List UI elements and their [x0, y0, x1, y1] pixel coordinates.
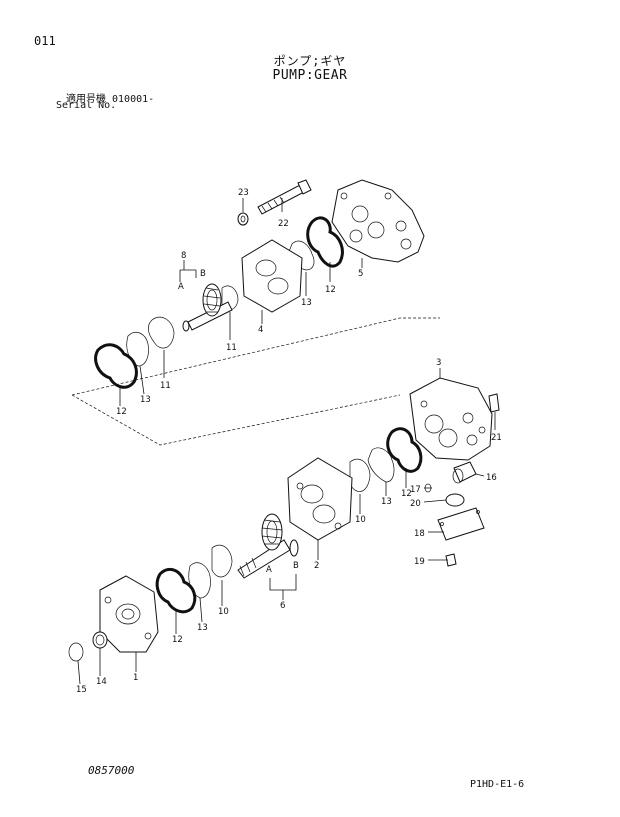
gear-shaft-part-8: [182, 283, 233, 332]
label-a: A: [178, 282, 184, 292]
callout-18: 18: [414, 529, 425, 539]
dowel-part-21: [488, 393, 500, 413]
screw-part-19: [445, 553, 457, 567]
front-cover-part-1: [99, 575, 159, 653]
cover-part-5: [331, 179, 425, 263]
label-b: B: [293, 561, 299, 571]
leader-lines: [77, 198, 496, 685]
gasket-part-10: [211, 544, 233, 578]
plate-part-18: [437, 507, 485, 541]
callout-8: 8: [181, 251, 186, 261]
callout-21: 21: [491, 433, 502, 443]
oil-seal-part-14: [92, 631, 108, 649]
page-title-japanese: ポンプ;ギヤ: [273, 54, 347, 68]
cover-part-3: [409, 377, 493, 461]
backup-ring-part-13: [126, 332, 149, 367]
gasket-part-10: [349, 458, 371, 492]
page-number: 011: [34, 34, 56, 48]
document-code: 0857000: [88, 764, 135, 777]
callout-12: 12: [116, 407, 127, 417]
callout-20: 20: [410, 499, 421, 509]
backup-ring-part-13: [367, 447, 395, 483]
callout-13: 13: [140, 395, 151, 405]
callout-3: 3: [436, 358, 441, 368]
gear-shaft-part-6: [237, 513, 299, 579]
callout-6: 6: [280, 601, 285, 611]
callout-5: 5: [358, 269, 363, 279]
callout-10: 10: [218, 607, 229, 617]
callout-12: 12: [172, 635, 183, 645]
page-title: PUMP:GEAR: [272, 68, 348, 83]
ring-part-20: [445, 493, 465, 507]
housing-part-2: [287, 457, 353, 541]
callout-13: 13: [381, 497, 392, 507]
callout-2: 2: [314, 561, 319, 571]
callout-13: 13: [197, 623, 208, 633]
callout-labels: 23 22 5 12 13 4 11 8 B A 11 13 12 3 21 1…: [76, 188, 502, 695]
callout-11: 11: [226, 343, 237, 353]
seal-part-12: [386, 427, 423, 473]
callout-1: 1: [133, 673, 138, 683]
callout-13: 13: [301, 298, 312, 308]
snap-ring-part-15: [68, 642, 84, 662]
label-a: A: [266, 565, 272, 575]
housing-part-4: [241, 239, 303, 313]
callout-10: 10: [355, 515, 366, 525]
leader-line-8: [179, 260, 197, 282]
bolt-part-22: [257, 179, 312, 215]
callout-23: 23: [238, 188, 249, 198]
serial-label-japanese: 適用号機 010001-: [66, 94, 155, 105]
seal-part-12: [306, 216, 344, 268]
callout-14: 14: [96, 677, 107, 687]
callout-17: 17: [410, 485, 421, 495]
section-divider-line: [71, 317, 440, 396]
backup-ring-part-13: [188, 562, 211, 599]
serial-label: Serial No.: [56, 100, 117, 111]
gasket-part-11: [148, 316, 175, 349]
section-divider-line: [71, 394, 401, 446]
seal-part-12: [155, 568, 197, 614]
callout-12: 12: [325, 285, 336, 295]
leader-line-6: [269, 574, 297, 600]
sheet-code: P1HD-E1-6: [470, 779, 525, 790]
callout-16: 16: [486, 473, 497, 483]
label-b: B: [200, 269, 206, 279]
callout-15: 15: [76, 685, 87, 695]
callout-12: 12: [401, 489, 412, 499]
callout-19: 19: [414, 557, 425, 567]
callout-11: 11: [160, 381, 171, 391]
callout-22: 22: [278, 219, 289, 229]
seal-part-12: [94, 343, 138, 389]
bearing-part-16: [452, 461, 477, 484]
washer-part-23: [237, 212, 249, 226]
callout-4: 4: [258, 325, 263, 335]
